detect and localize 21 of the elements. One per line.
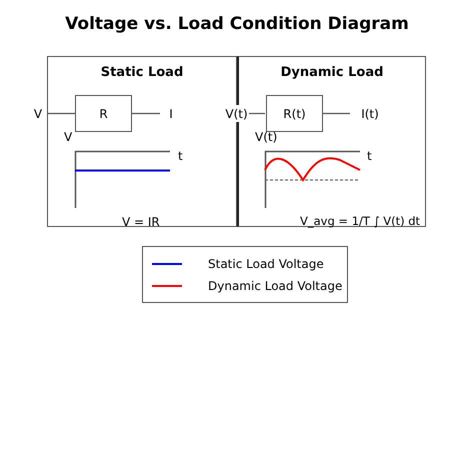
legend-text: Static Load Voltage	[208, 256, 324, 272]
wire-line	[322, 112, 350, 114]
plot-label: V	[64, 131, 72, 143]
diagram-title: Voltage vs. Load Condition Diagram	[64, 13, 410, 36]
wire-line	[132, 112, 160, 114]
resistor-box: R(t)	[266, 95, 323, 132]
wire-line	[249, 112, 265, 114]
plot-label: t	[178, 150, 183, 162]
wire-line	[47, 112, 75, 114]
terminal-label: I	[160, 105, 182, 122]
plot-label: V_avg = 1/T ∫ V(t) dt	[300, 216, 420, 228]
plot-label: V(t)	[255, 131, 278, 143]
legend-text: Dynamic Load Voltage	[208, 278, 342, 294]
resistor-box: R	[75, 95, 132, 132]
panel-heading: Static Load	[100, 64, 184, 82]
plot-label: t	[367, 150, 372, 162]
plot-label: V = IR	[122, 216, 160, 228]
terminal-label: V(t)	[224, 105, 249, 122]
terminal-label: I(t)	[351, 105, 389, 122]
panel-heading: Dynamic Load	[280, 64, 384, 82]
terminal-label: V	[29, 105, 47, 122]
